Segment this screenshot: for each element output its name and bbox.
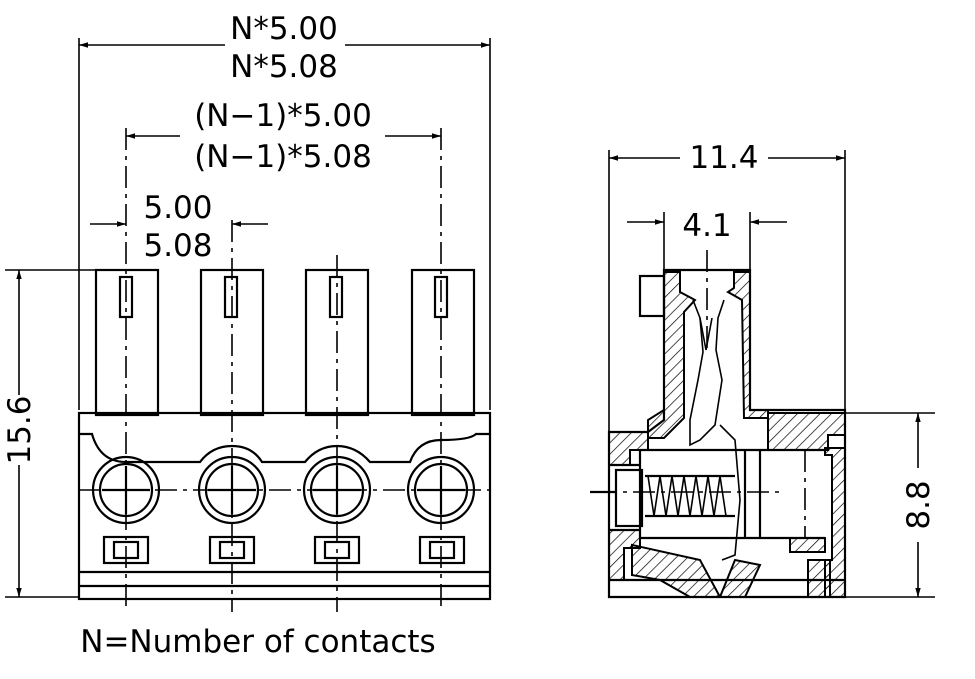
contact-spring: [689, 299, 741, 561]
contact-slot: [118, 275, 134, 319]
height-label: 15.6: [2, 395, 38, 464]
screw-head: [614, 468, 644, 528]
pitch-508-label: 5.08: [143, 228, 212, 264]
center-lines: [79, 128, 490, 612]
side-height-label: 8.8: [901, 480, 937, 529]
side-outline: [607, 268, 847, 599]
depth-label: 11.4: [689, 140, 758, 176]
connector-body: [77, 411, 492, 601]
overall-width-508-label: N*5.08: [230, 49, 338, 85]
span-500-label: (N−1)*5.00: [194, 98, 372, 134]
contact-slot: [328, 275, 344, 319]
span-508-label: (N−1)*5.08: [194, 139, 372, 175]
contacts-note: N=Number of contacts: [80, 624, 435, 660]
housing-section: [608, 271, 846, 598]
front-view: N*5.00 N*5.08 (N−1)*5.00 (N−1)*5.08 5.00…: [2, 11, 492, 660]
pin-housings: [94, 268, 476, 417]
opening-label: 4.1: [682, 208, 731, 244]
pin-housing: [410, 268, 476, 417]
body-outline: [77, 411, 492, 601]
screw-thread: [590, 468, 735, 528]
pitch-500-label: 5.00: [143, 190, 212, 226]
latch-tab: [638, 274, 666, 318]
body-contour: [79, 432, 490, 464]
contact-slot: [433, 275, 449, 319]
pin-housing: [94, 268, 160, 417]
wire-openings: [102, 535, 466, 565]
side-view: 11.4 4.1 8.8: [590, 140, 937, 599]
contact-slot: [223, 275, 239, 319]
overall-width-500-label: N*5.00: [230, 11, 338, 47]
